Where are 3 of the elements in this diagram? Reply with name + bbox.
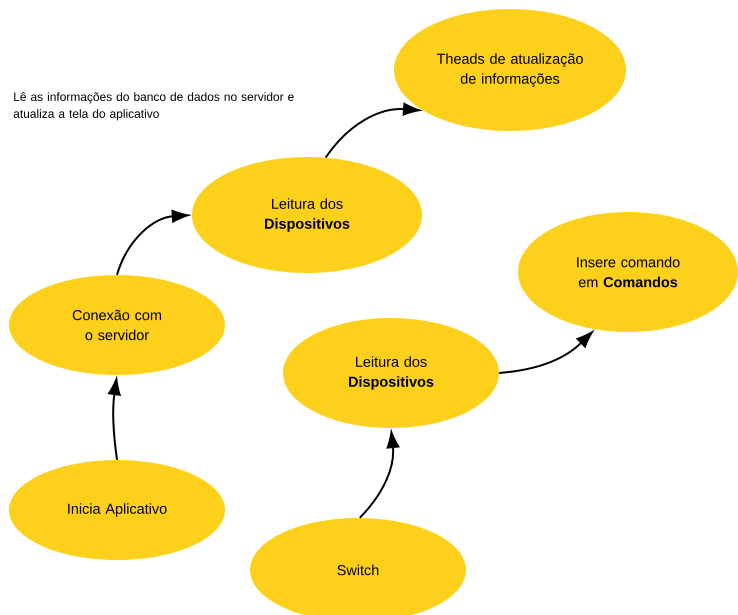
note-text: Lê as informações do banco de dados no servidor e atualiza a tela do aplicativo xyxy=(14,92,294,120)
arrow xyxy=(324,102,420,158)
arrow xyxy=(499,332,593,374)
